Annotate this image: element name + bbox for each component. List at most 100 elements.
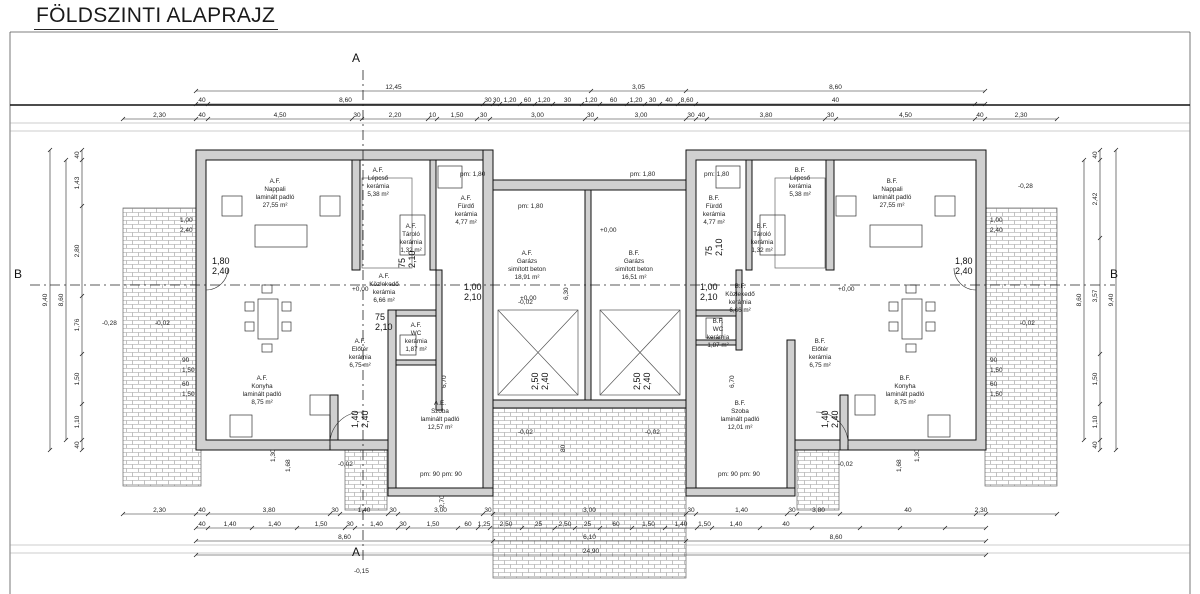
- pm90-d: pm: 90: [740, 471, 760, 478]
- opening-labels: 1,802,401,802,401,002,101,002,10752,1075…: [180, 217, 1003, 508]
- bottom-row2-label: 1,50: [427, 521, 440, 528]
- bottom-row2-tick: [572, 525, 578, 531]
- room-label-line: laminált padló: [873, 194, 912, 201]
- room-label-line: B.F.: [887, 178, 898, 185]
- right-outer-tick: [1097, 401, 1103, 407]
- bottom-row2-tick: [395, 525, 401, 531]
- bottom-row2-tick: [597, 525, 603, 531]
- room-label-line: kerámia: [789, 183, 812, 190]
- opening-tiny-r: 1,50: [990, 391, 1003, 398]
- room-label-line: kerámia: [367, 183, 390, 190]
- right-outer-label: 1,10: [1092, 415, 1099, 428]
- room-label-line: WC: [411, 330, 422, 337]
- level-garage-b: +0,00: [600, 227, 617, 234]
- opening-door-entry-l: 2,40: [360, 410, 370, 428]
- bottom-row2-label: 1,50: [315, 521, 328, 528]
- opening-small-r: 2,40: [990, 227, 1003, 234]
- room-label-line: kerámia: [400, 239, 423, 246]
- room-label-line: 27,55 m²: [880, 202, 905, 209]
- room-label-line: WC: [713, 326, 724, 333]
- left-total-tick: [47, 447, 53, 453]
- bottom-row1-tick: [327, 511, 333, 517]
- room-label-line: A.F.: [406, 223, 417, 230]
- top-row2-tick: [205, 101, 211, 107]
- room-label-line: Nappali: [881, 186, 902, 193]
- room-label-line: Közlekedő: [725, 291, 755, 298]
- top-row3-tick: [474, 116, 480, 122]
- top-row3-tick: [582, 116, 588, 122]
- level-markers: -0,28 -0,02 -0,28 -0,02 -0,02 -0,02 -0,0…: [102, 183, 1035, 575]
- room-label-line: simított beton: [508, 266, 546, 273]
- left-outer-label: 40: [74, 151, 81, 159]
- top-row3-tick: [434, 116, 440, 122]
- bottom-row3-label: 8,60: [830, 534, 843, 541]
- page-title: FÖLDSZINTI ALAPRAJZ: [36, 4, 276, 27]
- room-label-line: kerámia: [729, 299, 752, 306]
- room-label-line: simított beton: [615, 266, 653, 273]
- right-outer-tick: [1097, 437, 1103, 443]
- room-label-line: 5,38 m²: [789, 191, 810, 198]
- top-row2-tick: [982, 101, 988, 107]
- bottom-row1-label: 30: [331, 507, 339, 514]
- room-label-line: 16,51 m²: [622, 274, 647, 281]
- room-label-line: A.F.: [379, 273, 390, 280]
- right-outer-tick: [1097, 157, 1103, 163]
- opening-v-80: 80: [560, 444, 567, 452]
- room-label-line: Lépcső: [790, 175, 811, 182]
- level-terrace-right: -0,02: [838, 461, 853, 468]
- level-garage-mid: -0,02: [518, 299, 533, 306]
- room-label-line: Lépcső: [368, 175, 389, 182]
- pm-right: pm: 1,80: [704, 171, 730, 178]
- bottom-row1-label: 1,40: [358, 507, 371, 514]
- right-outer-tick: [1097, 447, 1103, 453]
- bottom-row1-tick: [385, 511, 391, 517]
- right-mid-tick: [1081, 157, 1087, 163]
- room-label-line: 6,75 m²: [349, 362, 370, 369]
- room-label-line: kerámia: [349, 354, 372, 361]
- opening-tiny-r: 60: [990, 381, 998, 388]
- left-outer-label: 1,76: [74, 318, 81, 331]
- top-row3-tick: [972, 116, 978, 122]
- top-row2-tick: [517, 101, 523, 107]
- pm90-b: pm: 90: [442, 471, 462, 478]
- paving: [122, 207, 1058, 579]
- room-label-line: 1,32 m²: [751, 247, 772, 254]
- level-ext-left2: -0,02: [155, 320, 170, 327]
- walkway-left: [344, 444, 388, 511]
- side-dimensions: 401,432,801,761,501,10408,609,40402,423,…: [42, 147, 1119, 453]
- opening-win-r-big: 1,80: [955, 256, 973, 266]
- top-row2-label: 30: [493, 97, 501, 104]
- room-label-line: 27,55 m²: [263, 202, 288, 209]
- room-label-line: 1,87 m²: [405, 346, 426, 353]
- right-outer-tick: [1097, 235, 1103, 241]
- room-label-line: kerámia: [809, 354, 832, 361]
- room-label-line: kerámia: [703, 211, 726, 218]
- right-outer-label: 1,50: [1092, 372, 1099, 385]
- bottom-row2-tick: [552, 525, 558, 531]
- bottom-row1-label: 2,30: [153, 507, 166, 514]
- left-outer-tick: [79, 447, 85, 453]
- top-row2-label: 1,20: [504, 97, 517, 104]
- opening-v-168-r: 1,68: [896, 459, 903, 472]
- bottom-row2-tick: [342, 525, 348, 531]
- right-outer-label: 2,42: [1092, 192, 1099, 205]
- bottom-row1-tick: [193, 511, 199, 517]
- room-label-line: 8,75 m²: [251, 399, 272, 406]
- top-row3-tick: [683, 116, 689, 122]
- room-label-line: 18,91 m²: [515, 274, 540, 281]
- bottom-row2-label: 1,50: [642, 521, 655, 528]
- opening-small-r: 1,00: [990, 217, 1003, 224]
- room-label-line: B.F.: [713, 318, 724, 325]
- opening-win-r-90: 90: [990, 357, 998, 364]
- left-total-label: 9,40: [42, 293, 49, 306]
- top-row3-tick: [833, 116, 839, 122]
- room-label-line: laminált padló: [243, 391, 282, 398]
- bottom-row1-tick: [837, 511, 843, 517]
- bottom-row4-tick: [983, 552, 989, 558]
